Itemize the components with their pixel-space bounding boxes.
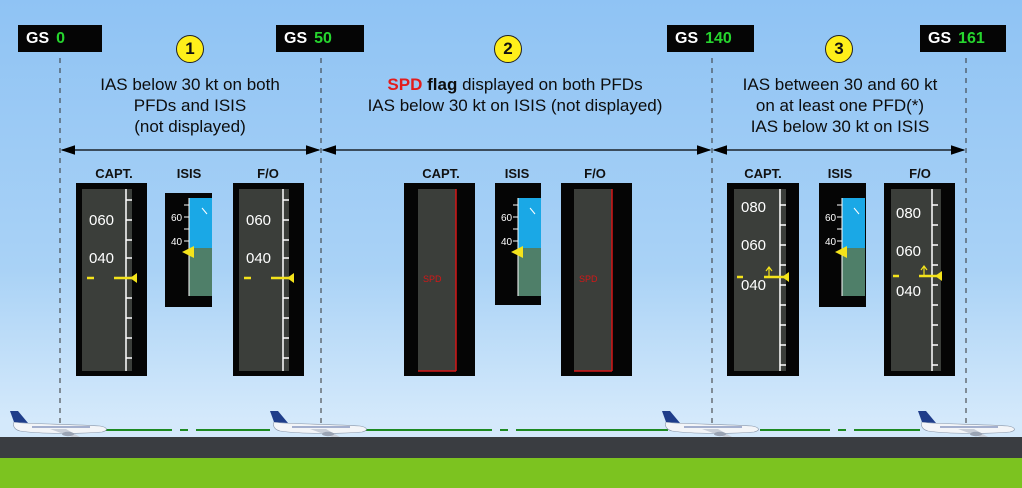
- phase-number-1: 1: [176, 35, 204, 63]
- tape-tick-040: 040: [896, 283, 921, 300]
- gs-box-phase-1: GS 0: [18, 25, 102, 52]
- isis-speed-tape-2: 60 40: [495, 183, 541, 305]
- gs-label: GS: [26, 30, 50, 47]
- fo-label-3: F/O: [909, 166, 931, 181]
- gs-value: 161: [958, 30, 985, 47]
- isis-tick-40: 40: [501, 237, 513, 248]
- fo-pfd-speed-tape-1: 060 040: [233, 183, 304, 376]
- tape-tick-060: 060: [246, 212, 271, 229]
- isis-tick-60: 60: [171, 213, 183, 224]
- fo-pfd-speed-tape-3: 080 060 040: [884, 183, 955, 376]
- capt-pfd-speed-tape-1: 060 040: [76, 183, 147, 376]
- isis-label-1: ISIS: [176, 166, 202, 181]
- aircraft-icon: [918, 411, 1015, 437]
- gs-box-phase-3: GS 140: [667, 25, 754, 52]
- phase-1-line-1: IAS below 30 kt on both: [100, 75, 280, 94]
- phase-2-line-1-rest: displayed on both PFDs: [457, 75, 643, 94]
- spd-flag-text: SPD: [387, 75, 423, 94]
- isis-label-2: ISIS: [504, 166, 530, 181]
- aircraft-icon: [270, 411, 367, 437]
- capt-pfd-speed-tape-3: 080 060 040: [727, 183, 799, 376]
- capt-label-1: CAPT.: [95, 166, 133, 181]
- gs-value: 140: [705, 30, 732, 47]
- phase-number-3: 3: [825, 35, 853, 63]
- tape-tick-080: 080: [896, 205, 921, 222]
- aircraft-icon: [10, 411, 107, 437]
- phase-2-description: SPD flag displayed on both PFDs IAS belo…: [330, 74, 700, 116]
- tape-tick-040: 040: [89, 250, 114, 267]
- isis-speed-tape-3: 60 40: [819, 183, 866, 307]
- flag-text: flag: [427, 75, 458, 94]
- gs-value: 0: [56, 30, 66, 47]
- grass: [0, 458, 1022, 488]
- gs-box-phase-2: GS 50: [276, 25, 364, 52]
- isis-tick-40: 40: [825, 237, 837, 248]
- tape-tick-060: 060: [896, 243, 921, 260]
- gs-box-final: GS 161: [920, 25, 1006, 52]
- tape-tick-080: 080: [741, 199, 766, 216]
- tape-tick-060: 060: [89, 212, 114, 229]
- phase-3-line-1: IAS between 30 and 60 kt: [742, 75, 938, 94]
- gs-label: GS: [675, 30, 699, 47]
- fo-pfd-spd-flag-2: SPD: [561, 183, 632, 376]
- phase-1-description: IAS below 30 kt on both PFDs and ISIS (n…: [70, 74, 310, 137]
- isis-tick-60: 60: [501, 213, 513, 224]
- spd-flag: SPD: [423, 274, 442, 284]
- phase-3-line-2: on at least one PFD(*): [755, 96, 925, 115]
- phase-1-line-3: (not displayed): [134, 117, 246, 136]
- phase-3-description: IAS between 30 and 60 kt on at least one…: [715, 74, 965, 137]
- tape-tick-040: 040: [741, 277, 766, 294]
- phase-2-line-1: SPD flag displayed on both PFDs: [330, 74, 700, 95]
- aircraft-icon: [662, 411, 759, 437]
- capt-label-2: CAPT.: [422, 166, 460, 181]
- fo-label-1: F/O: [257, 166, 279, 181]
- fo-label-2: F/O: [584, 166, 606, 181]
- capt-pfd-spd-flag-2: SPD: [404, 183, 475, 376]
- gs-label: GS: [928, 30, 952, 47]
- tape-tick-040: 040: [246, 250, 271, 267]
- phase-2-line-2: IAS below 30 kt on ISIS (not displayed): [367, 96, 663, 115]
- isis-speed-tape-1: 60 40: [165, 193, 212, 307]
- isis-tick-40: 40: [171, 237, 183, 248]
- gs-label: GS: [284, 30, 308, 47]
- phase-number-2: 2: [494, 35, 522, 63]
- spd-flag: SPD: [579, 274, 598, 284]
- tape-tick-060: 060: [741, 237, 766, 254]
- phase-3-line-3: IAS below 30 kt on ISIS: [750, 117, 930, 136]
- isis-tick-60: 60: [825, 213, 837, 224]
- runway: [0, 437, 1022, 458]
- gs-value: 50: [314, 30, 332, 47]
- phase-1-line-2: PFDs and ISIS: [133, 96, 247, 115]
- isis-label-3: ISIS: [827, 166, 853, 181]
- capt-label-3: CAPT.: [744, 166, 782, 181]
